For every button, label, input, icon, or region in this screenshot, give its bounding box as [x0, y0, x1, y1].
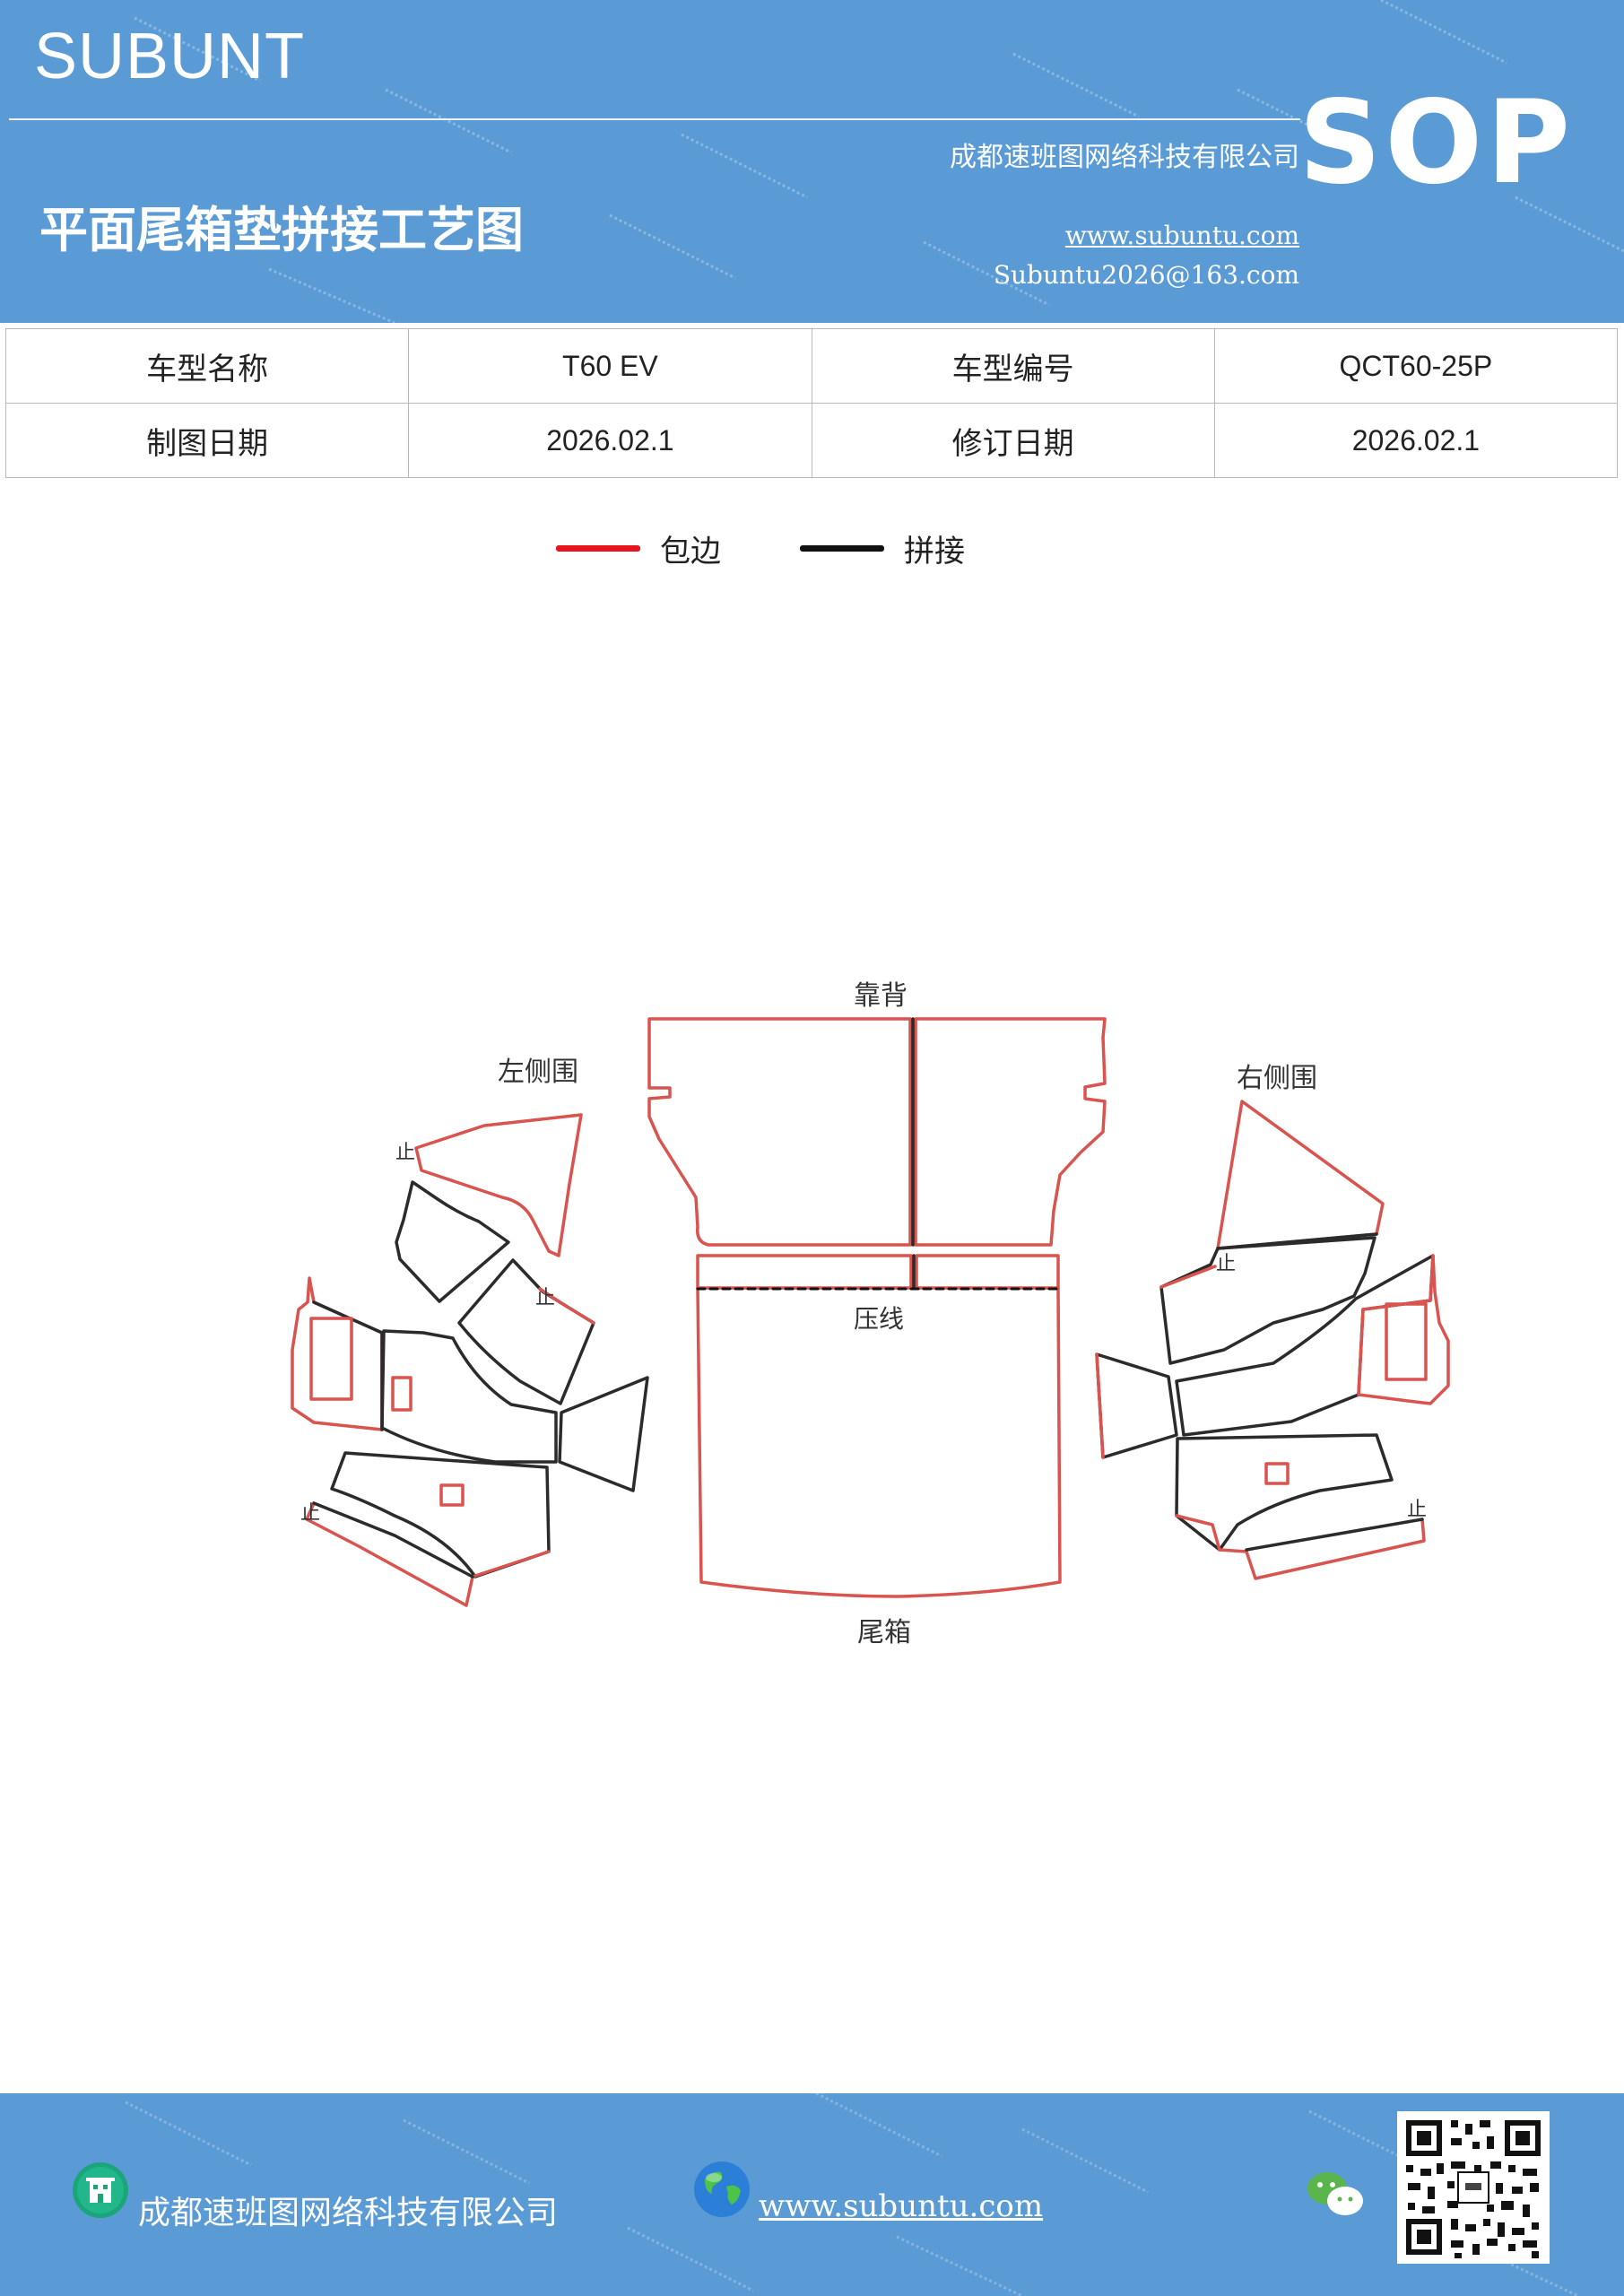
legend-seam-swatch — [800, 544, 884, 552]
legend-hem-swatch — [556, 544, 640, 552]
right-side-upper-piece — [1159, 1236, 1376, 1365]
left-side-lower-hem — [305, 1501, 551, 1607]
trunk-main-panel — [696, 1286, 1062, 1598]
legend-hem-label: 包边 — [660, 533, 721, 570]
backrest-right-panel — [914, 1017, 1107, 1247]
legend-seam: 拼接 — [800, 526, 965, 570]
left-side-center-piece — [380, 1329, 558, 1464]
vehicle-info-table: 车型名称 T60 EV 车型编号 QCT60-25P 制图日期 2026.02.… — [4, 328, 1619, 478]
right-side-lower-piece — [1175, 1433, 1394, 1552]
left-side-upper-piece — [395, 1180, 510, 1303]
header-banner: SUBUNT 平面尾箱垫拼接工艺图 成都速班图网络科技有限公司 www.subu… — [0, 0, 1624, 323]
globe-icon — [694, 2161, 750, 2217]
right-side-edge-hem — [1357, 1254, 1450, 1405]
right-side-top-hem — [1216, 1100, 1385, 1250]
left-side-edge-seam — [312, 1300, 384, 1431]
model-name-label: 车型名称 — [4, 328, 410, 404]
revision-date-label: 修订日期 — [811, 403, 1215, 478]
draw-date-value: 2026.02.1 — [408, 403, 812, 478]
stop-mark: 止 — [1407, 1499, 1427, 1521]
left-side-edge-hem — [291, 1276, 384, 1431]
left-side-wheel-piece — [558, 1376, 649, 1492]
revision-date-value: 2026.02.1 — [1213, 403, 1619, 478]
right-side-lower-seam — [1245, 1518, 1424, 1552]
right-side-upper-hem — [1159, 1265, 1217, 1289]
stop-mark: 止 — [395, 1142, 415, 1164]
wechat-icon — [1307, 2172, 1363, 2215]
left-side-lower-seam — [312, 1501, 474, 1578]
model-code-value: QCT60-25P — [1213, 328, 1619, 404]
draw-date-label: 制图日期 — [4, 403, 410, 478]
table-row: 制图日期 2026.02.1 修订日期 2026.02.1 — [4, 403, 1619, 478]
sop-badge: SOP — [1298, 76, 1574, 210]
trunk-upper-panel — [696, 1254, 913, 1290]
right-side-wheel-hem — [1095, 1352, 1105, 1459]
qr-code — [1397, 2111, 1550, 2264]
left-side-middle-piece — [457, 1258, 595, 1405]
left-side-rear-hem — [538, 1287, 595, 1325]
footer-company-name: 成都速班图网络科技有限公司 — [138, 2195, 559, 2231]
building-icon — [73, 2162, 128, 2218]
right-side-lower-hem — [1175, 1514, 1426, 1580]
website-link[interactable]: www.subuntu.com — [1064, 221, 1299, 250]
right-side-middle-piece — [1175, 1254, 1435, 1437]
right-side-wheel-piece — [1095, 1352, 1178, 1459]
model-code-label: 车型编号 — [811, 328, 1215, 404]
backrest-label: 靠背 — [854, 980, 908, 1012]
left-side-lower-cutout — [439, 1483, 465, 1507]
left-side-top-hem — [414, 1113, 583, 1257]
right-side-lower-cutout — [1264, 1462, 1290, 1485]
brand-name: SUBUNT — [34, 21, 306, 92]
document-title: 平面尾箱垫拼接工艺图 — [39, 202, 524, 258]
left-side-lower-piece — [330, 1451, 551, 1578]
left-side-window-cutout — [309, 1317, 353, 1401]
stop-mark: 止 — [535, 1287, 555, 1309]
footer-website-link[interactable]: www.subuntu.com — [759, 2188, 1044, 2224]
email-address: Subuntu2026@163.com — [993, 260, 1299, 290]
model-name-value: T60 EV — [408, 328, 812, 404]
backrest-left-panel — [647, 1017, 912, 1247]
legend-hem: 包边 — [556, 526, 721, 570]
left-side-label: 左侧围 — [498, 1057, 578, 1088]
stop-mark: 止 — [300, 1502, 320, 1525]
table-row: 车型名称 T60 EV 车型编号 QCT60-25P — [4, 328, 1619, 404]
stop-mark: 止 — [1216, 1253, 1236, 1275]
left-side-small-cutout — [391, 1376, 413, 1412]
company-name: 成都速班图网络科技有限公司 — [950, 142, 1299, 173]
stitching-diagram: 靠背 左侧围 右侧围 压线 尾箱 止 止 止 止 止 — [291, 980, 1450, 1648]
right-side-label: 右侧围 — [1237, 1063, 1317, 1094]
right-side-window-cutout — [1385, 1302, 1428, 1381]
trunk-label: 尾箱 — [857, 1617, 911, 1648]
crease-label: 压线 — [854, 1304, 904, 1334]
footer-banner: 成都速班图网络科技有限公司 www.subuntu.com — [0, 2093, 1624, 2296]
legend-seam-label: 拼接 — [904, 533, 965, 570]
trunk-upper-right-panel — [915, 1254, 1060, 1290]
header-divider — [9, 118, 1300, 120]
